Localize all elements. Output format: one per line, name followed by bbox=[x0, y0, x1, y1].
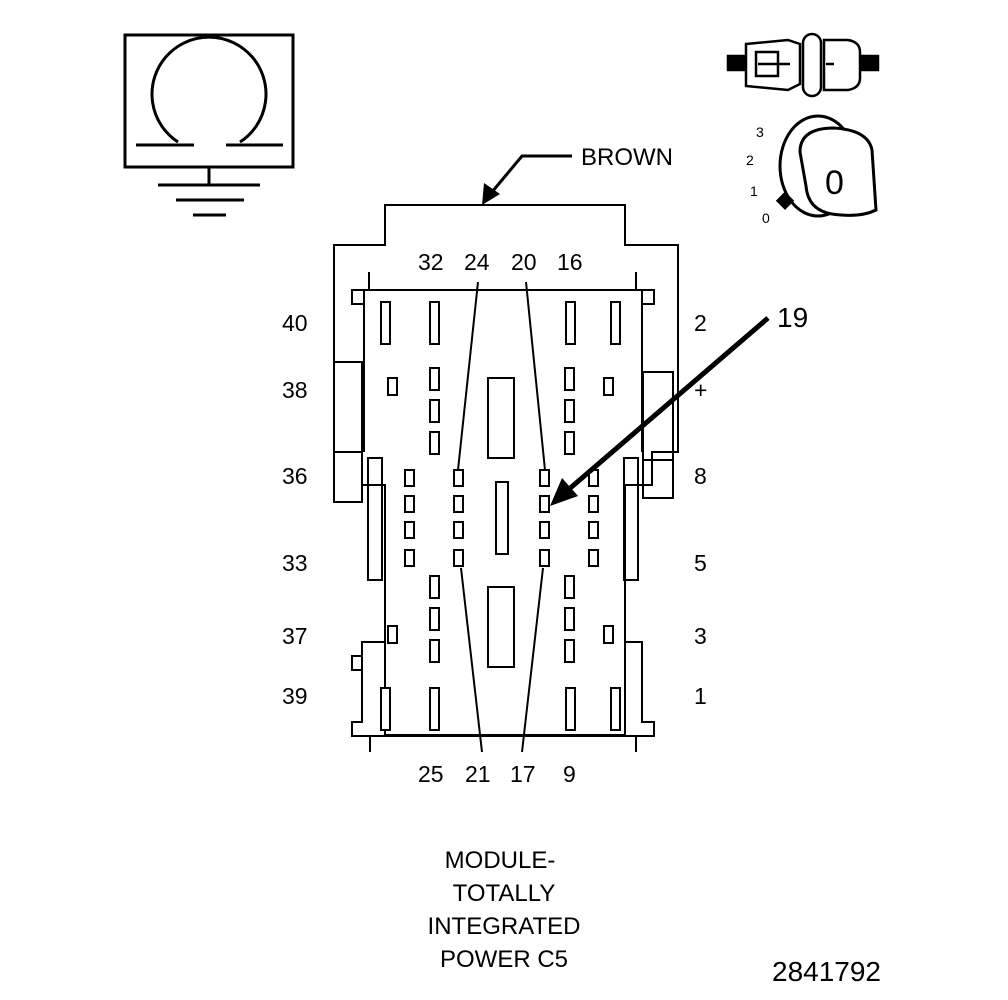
caption-line: INTEGRATED bbox=[428, 913, 581, 940]
left-pin-labels: 40 38 36 33 37 39 bbox=[282, 310, 308, 709]
ground-ohm-icon bbox=[123, 33, 295, 217]
pin-label: 3 bbox=[694, 623, 707, 649]
connector-color-label: BROWN bbox=[581, 144, 673, 171]
pin-label: 21 bbox=[465, 761, 491, 787]
caption-line: TOTALLY bbox=[453, 880, 556, 907]
pin-label: 1 bbox=[694, 683, 707, 709]
pin-label: 16 bbox=[557, 249, 583, 275]
callout-arrow: 19 bbox=[550, 302, 808, 506]
pin-label: 9 bbox=[563, 761, 576, 787]
pin-label: 24 bbox=[464, 249, 490, 275]
pin-label: 39 bbox=[282, 683, 308, 709]
pin-label: + bbox=[694, 377, 707, 403]
top-pin-labels: 32 24 20 16 bbox=[418, 249, 583, 275]
pin-label: 32 bbox=[418, 249, 444, 275]
pin-label: 25 bbox=[418, 761, 444, 787]
pin-label: 20 bbox=[511, 249, 537, 275]
pin-cavities bbox=[380, 301, 621, 731]
pin-label: 37 bbox=[282, 623, 308, 649]
ignition-position-3: 3 bbox=[756, 124, 764, 140]
callout-pin-label: 19 bbox=[777, 302, 808, 333]
bottom-pin-labels: 25 21 17 9 bbox=[418, 761, 576, 787]
pin-label: 40 bbox=[282, 310, 308, 336]
figure-number: 2841792 bbox=[772, 956, 881, 987]
pin-label: 33 bbox=[282, 550, 308, 576]
pin-label: 8 bbox=[694, 463, 707, 489]
connector-caption: MODULE- TOTALLY INTEGRATED POWER C5 bbox=[428, 847, 581, 973]
color-leader: BROWN bbox=[482, 144, 673, 205]
ignition-position-1: 1 bbox=[750, 183, 758, 199]
ignition-position-0: 0 bbox=[762, 210, 770, 226]
connector-side-view-icon bbox=[726, 32, 880, 98]
caption-line: POWER C5 bbox=[440, 946, 568, 973]
connector-body bbox=[333, 204, 679, 753]
right-pin-labels: 2 + 8 5 3 1 bbox=[694, 310, 707, 709]
pin-label: 36 bbox=[282, 463, 308, 489]
ignition-position-2: 2 bbox=[746, 152, 754, 168]
pin-label: 38 bbox=[282, 377, 308, 403]
ignition-switch-icon: 3 2 1 0 0 bbox=[746, 114, 878, 226]
caption-line: MODULE- bbox=[445, 847, 556, 874]
pin-label: 17 bbox=[510, 761, 536, 787]
ignition-key-label: 0 bbox=[825, 164, 844, 202]
pin-label: 2 bbox=[694, 310, 707, 336]
pin-label: 5 bbox=[694, 550, 707, 576]
